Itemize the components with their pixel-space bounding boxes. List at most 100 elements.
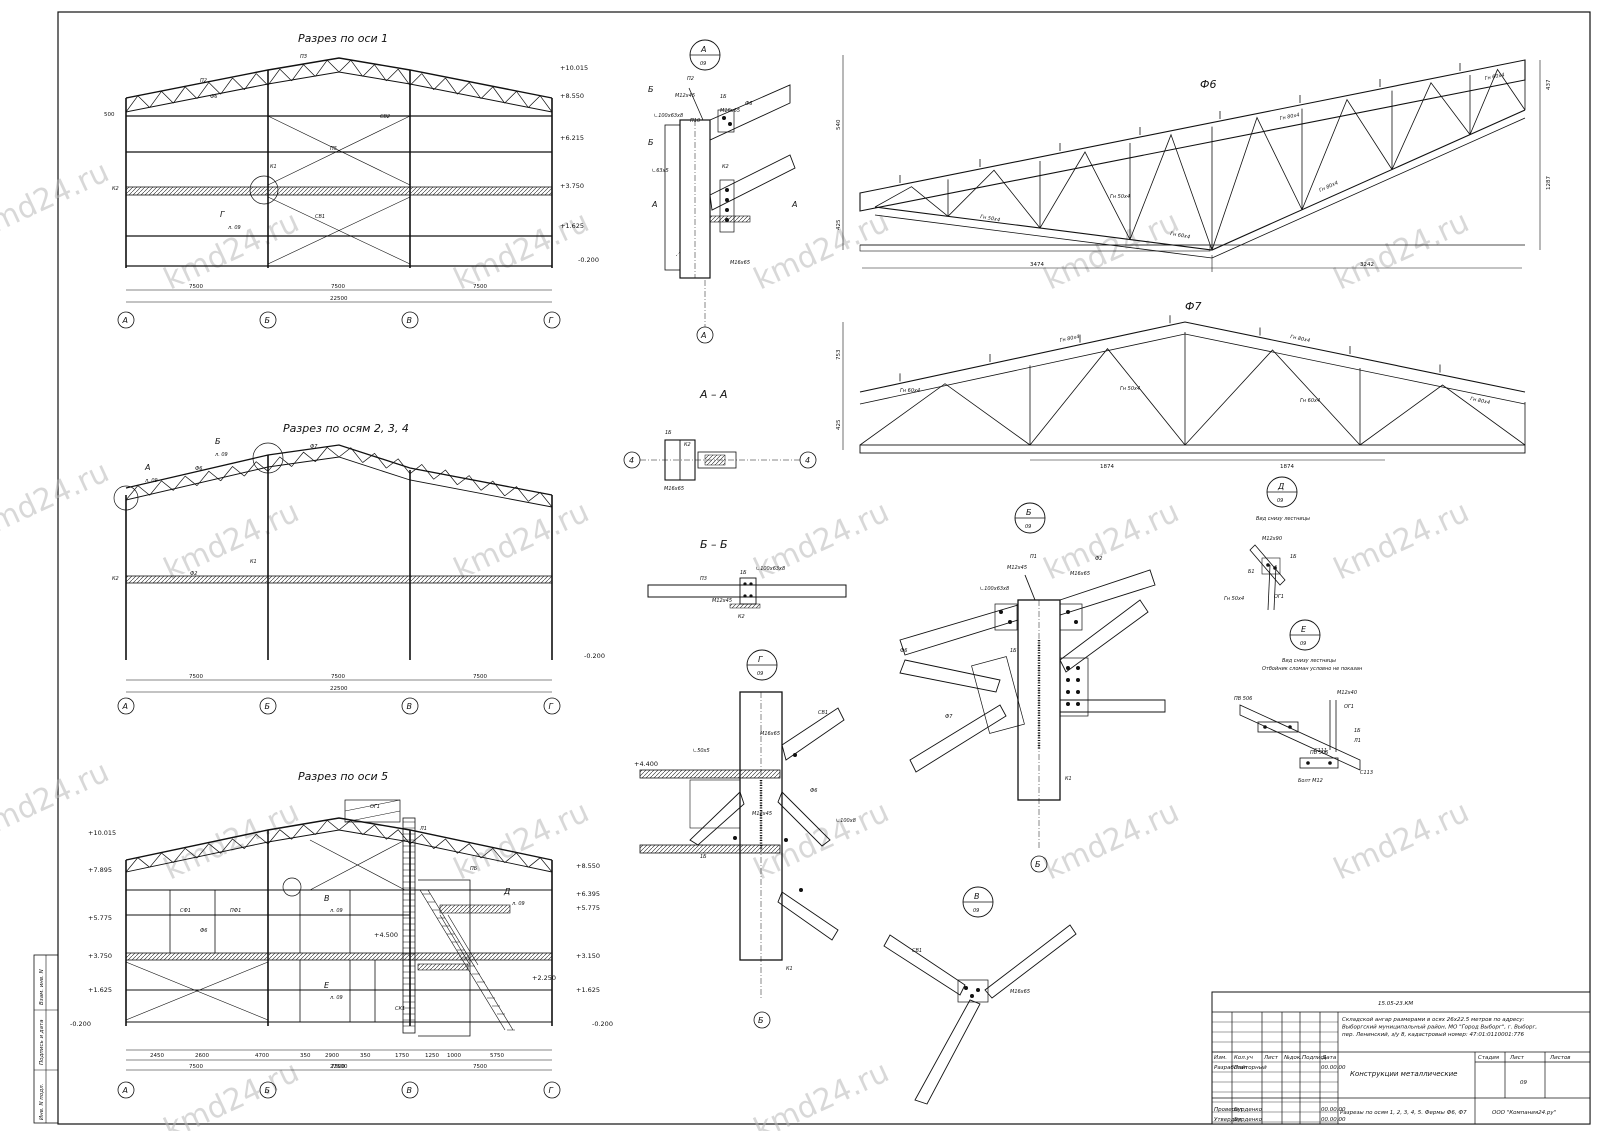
bay-dim: 1250	[425, 1053, 439, 1059]
member-mark: М16х65	[1070, 571, 1090, 577]
level-mark: +5.775	[88, 914, 112, 922]
node-d-detail: Д 09 Вид снизу лестницы М12х901ББ1ОГ1Гн …	[1224, 476, 1310, 611]
section-234-callout-b-sheet: л. 09	[214, 452, 228, 458]
member-mark: М12х45	[1007, 565, 1027, 571]
section-aa-axis-left: 4	[629, 456, 634, 465]
section-5-callout-d: Д	[503, 887, 510, 896]
member-mark: П10	[690, 118, 700, 124]
member-mark: 1Б	[1290, 554, 1297, 560]
bay-dim: 1000	[447, 1053, 461, 1059]
member-mark: С113	[1360, 770, 1373, 776]
member-mark: 1Б	[700, 854, 707, 860]
member-mark: Ф6	[195, 466, 203, 472]
titleblock-date: 00.00.00	[1321, 1117, 1346, 1123]
margin-label: Подпись и дата	[39, 1019, 45, 1065]
axis-label: В	[407, 316, 413, 325]
section-234-callout-a: А	[144, 463, 150, 472]
watermark-text: kmd24.ru	[1039, 494, 1185, 587]
node-a-section-mark-bottom: Б	[648, 138, 654, 147]
watermark-text: kmd24.ru	[1039, 794, 1185, 887]
node-b-axis: Б	[1035, 860, 1041, 869]
member-mark: П3	[700, 576, 707, 582]
bay-dim: 350	[300, 1053, 311, 1059]
member-mark: К2	[112, 186, 119, 192]
titleblock-header: №док.	[1283, 1055, 1302, 1061]
axis-bubble	[543, 697, 561, 715]
span-dim: 7500	[189, 674, 203, 680]
member-mark: ОГ1	[1274, 594, 1284, 600]
member-mark: К1	[786, 966, 793, 972]
section-1-dim-500: 500	[104, 112, 115, 118]
title-block: 15.05-23.КМ Складской ангар размерами в …	[1211, 991, 1591, 1125]
titleblock-role: Утвердил	[1214, 1117, 1242, 1123]
titleblock-person: Бурденко	[1234, 1117, 1263, 1123]
watermark-text: kmd24.ru	[749, 1054, 895, 1131]
node-e-detail: Е 09 Вид снизу лестницы Отбойник сломан …	[1234, 619, 1373, 784]
truss-f6-height-left: 540	[836, 119, 842, 130]
member-mark: СФ1	[180, 908, 191, 914]
titleblock-stage-header: Лист	[1509, 1055, 1525, 1061]
span-dim: 7500	[331, 1064, 345, 1070]
member-mark: М16х65	[720, 108, 740, 114]
axis-label: Г	[549, 702, 554, 711]
axis-bubble	[401, 697, 419, 715]
titleblock-stage-header: Листов	[1549, 1055, 1571, 1061]
level-mark: +8.550	[576, 862, 600, 870]
axis-label: Б	[265, 1086, 271, 1095]
axis-label: Б	[265, 316, 271, 325]
level-mark: +2.250	[532, 974, 556, 982]
axis-bubble	[117, 1081, 135, 1099]
truss-f6-height-top: 437	[1546, 79, 1552, 90]
member-mark: СВ2	[380, 114, 390, 120]
member-mark: Ф2	[1095, 556, 1103, 562]
member-mark: ПВ 506	[1310, 750, 1328, 756]
titleblock-header: Изм.	[1214, 1055, 1227, 1061]
section-234-callout-a-sheet: л. 09	[144, 478, 158, 484]
section-5-callout-e-sheet: л. 09	[329, 995, 343, 1001]
node-a-section-mark-top: Б	[648, 85, 654, 94]
node-d-letter: Д	[1277, 482, 1284, 491]
truss-f6-height-right: 1287	[1546, 176, 1552, 190]
member-mark: Ф2	[190, 571, 198, 577]
member-mark: ПФ1	[230, 908, 241, 914]
member-mark: Ф6	[745, 101, 753, 107]
member-mark: 1Б	[665, 430, 672, 436]
member-mark: ПБ	[470, 866, 478, 872]
level-mark: +10.015	[88, 829, 116, 837]
node-v-letter: В	[974, 892, 980, 901]
level-mark: +6.395	[576, 890, 600, 898]
truss-f6-dim: 3474	[1030, 262, 1044, 268]
member-mark: 1Б	[740, 570, 747, 576]
titleblock-header: Подпись	[1302, 1055, 1327, 1061]
member-mark: СК1	[395, 1006, 405, 1012]
margin-label: Инв. N подл.	[39, 1083, 45, 1120]
node-a-letter: А	[700, 45, 706, 54]
section-aa-axis-right: 4	[805, 456, 810, 465]
section-234-callout-b: Б	[215, 437, 221, 446]
span-dim: 7500	[189, 1064, 203, 1070]
titleblock-organization: ООО "Компания24.ру"	[1492, 1110, 1556, 1116]
level-mark: +3.750	[560, 182, 584, 190]
section-5-title: Разрез по оси 5	[298, 770, 388, 783]
member-mark: ∟100х63х8	[756, 566, 785, 572]
node-b-letter: Б	[1026, 508, 1032, 517]
section-axis-5: Разрез по оси 5	[70, 770, 613, 1099]
axis-bubble	[401, 311, 419, 329]
titleblock-stage-header: Стадия	[1478, 1055, 1500, 1061]
member-mark: С111	[1314, 748, 1327, 754]
span-dim: 7500	[331, 284, 345, 290]
titleblock-sheet-title: Разрезы по осям 1, 2, 3, 4, 5. Фермы Ф6,…	[1340, 1110, 1467, 1116]
span-dim: 7500	[473, 674, 487, 680]
level-mark: +6.215	[560, 134, 584, 142]
node-e-sheet: 09	[1300, 641, 1306, 647]
member-mark: СВ1	[912, 948, 922, 954]
section-5-total: 22500	[330, 1064, 348, 1070]
section-axes-2-3-4: Разрез по осям 2, 3, 4 А л. 09 Б л. 09 -…	[112, 422, 605, 715]
member-mark: П2	[200, 78, 207, 84]
level-mark: +7.895	[88, 866, 112, 874]
titleblock-date: 00.00.00	[1321, 1065, 1346, 1071]
member-mark: М16х65	[730, 260, 750, 266]
